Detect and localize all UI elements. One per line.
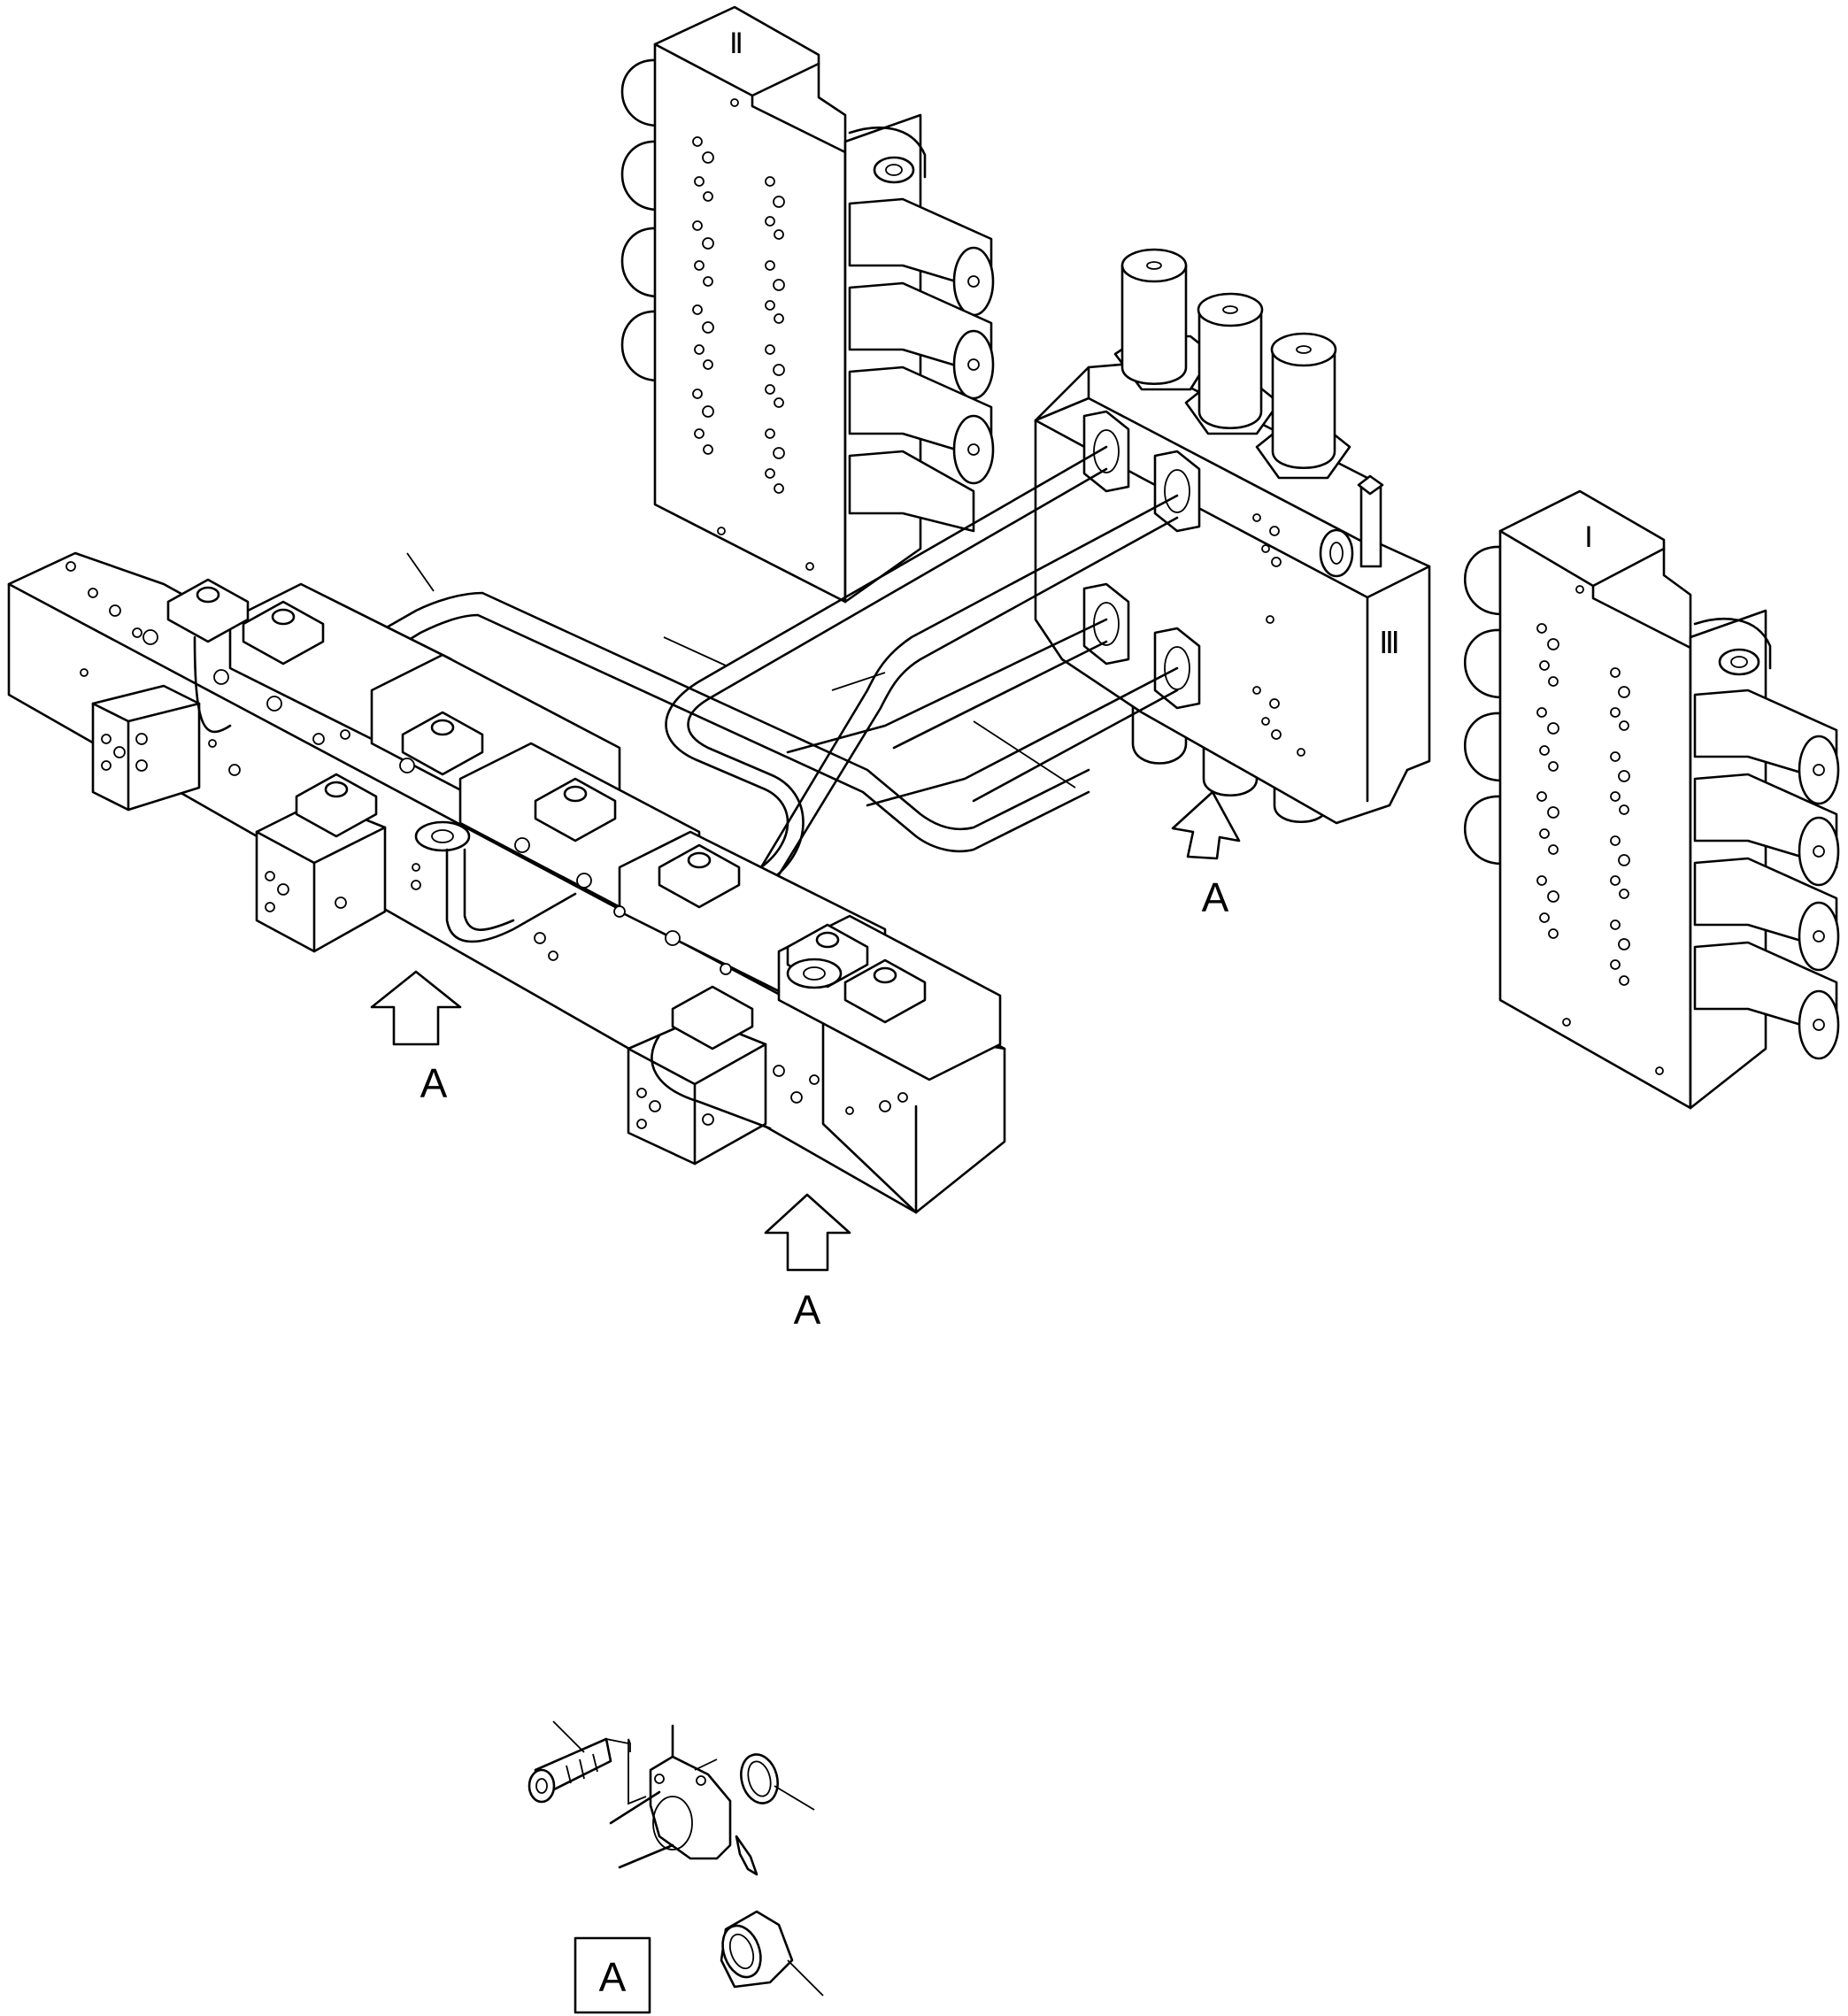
detail-o-ring: [740, 1753, 815, 1811]
control-valve-3: Ⅲ: [1034, 248, 1431, 825]
control-valve-2: Ⅱ: [620, 5, 995, 604]
detail-plug: [720, 1910, 824, 1997]
view-arrow-a-3-label: A: [1202, 874, 1229, 920]
view-arrow-a-2-label: A: [794, 1287, 821, 1333]
view-arrow-a-1: A: [370, 970, 462, 1106]
view-arrow-a-3: A: [1171, 790, 1241, 920]
valve-3-label: Ⅲ: [1379, 627, 1399, 660]
valve-2-label: Ⅱ: [729, 27, 743, 59]
valve-1-label: Ⅰ: [1584, 521, 1592, 553]
detail-split-flange: [609, 1724, 732, 1869]
detail-label: A: [599, 1954, 627, 2000]
control-valve-1: Ⅰ: [1463, 489, 1840, 1110]
detail-view-a: A: [527, 1720, 824, 2014]
detail-label-box: [574, 1936, 651, 2014]
manifold-assembly: [7, 551, 1006, 1214]
detail-bolt: [527, 1720, 629, 1804]
view-arrow-a-1-label: A: [420, 1060, 448, 1106]
view-arrow-a-2: A: [764, 1193, 851, 1333]
